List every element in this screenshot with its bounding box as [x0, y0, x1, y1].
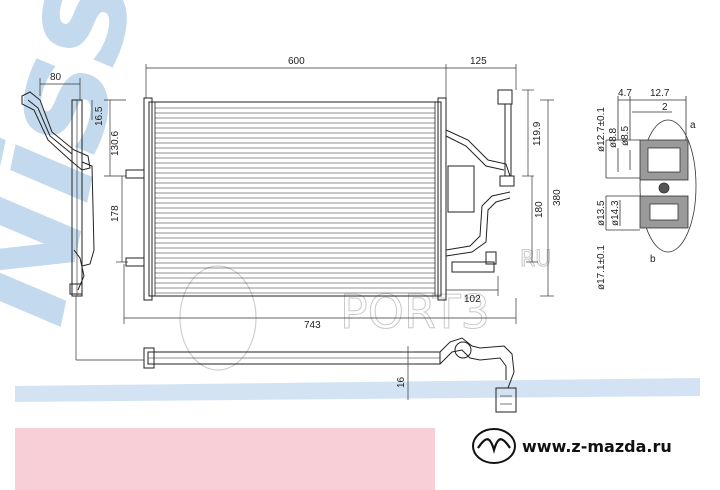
- outlet-pipes: [445, 89, 515, 273]
- core-fins: [155, 107, 435, 294]
- watermark-brand: Nissens: [0, 0, 231, 337]
- mount-peg-upper: [125, 169, 145, 179]
- dim-380: 380: [552, 189, 563, 206]
- footer-wave-band: [15, 378, 700, 402]
- condenser-core: [125, 97, 447, 301]
- dim-119-9: 119.9: [532, 121, 543, 146]
- dim-16-5: 16.5: [94, 106, 105, 126]
- side-view: [21, 91, 95, 297]
- dim-180: 180: [534, 201, 545, 218]
- footer-pink-band: [15, 428, 435, 490]
- core-outline: [148, 101, 442, 297]
- detail-bore-12-7: ø12.7±0.1: [596, 107, 607, 152]
- mount-peg-lower: [125, 257, 145, 267]
- dim-743: 743: [304, 320, 321, 331]
- dim-178: 178: [110, 205, 121, 222]
- watermark: Nissens RU PORT3: [0, 0, 552, 371]
- dim-16: 16: [396, 376, 407, 388]
- detail-14-3: ø14.3: [610, 200, 621, 226]
- left-tank: [143, 97, 153, 301]
- connector-detail: [605, 96, 697, 253]
- dimension-labels: 80 600 125 16.5 130.6 178 119.9 180 380 …: [50, 56, 563, 388]
- detail-labels: 4.7 12.7 2 ø12.7±0.1 ø8.8 ø8.5 ø13.5 ø14…: [596, 88, 696, 290]
- detail-12-7: 12.7: [650, 88, 670, 99]
- detail-8-8: ø8.8: [608, 128, 619, 148]
- dim-600: 600: [288, 56, 305, 67]
- mazda-logo-icon: [472, 428, 516, 464]
- dimension-lines: [39, 64, 554, 400]
- dim-80: 80: [50, 72, 62, 83]
- detail-2: 2: [662, 102, 668, 113]
- detail-13-5: ø13.5: [596, 200, 607, 226]
- detail-callout-ellipse: [639, 119, 697, 253]
- watermark-ghost-port: PORT3: [340, 285, 490, 339]
- detail-8-5: ø8.5: [620, 126, 631, 146]
- detail-mark-b: b: [650, 254, 656, 265]
- footer: [15, 378, 700, 490]
- dim-102: 102: [464, 294, 481, 305]
- site-url[interactable]: www.z-mazda.ru: [522, 437, 672, 456]
- detail-4-7: 4.7: [618, 88, 632, 99]
- watermark-ghost-ru: RU: [520, 247, 551, 272]
- detail-17-1: ø17.1±0.1: [596, 245, 607, 290]
- detail-mark-a: a: [690, 120, 696, 131]
- dim-125: 125: [470, 56, 487, 67]
- right-tank: [437, 97, 447, 301]
- dim-130-6: 130.6: [110, 131, 121, 156]
- plan-view: [143, 337, 517, 413]
